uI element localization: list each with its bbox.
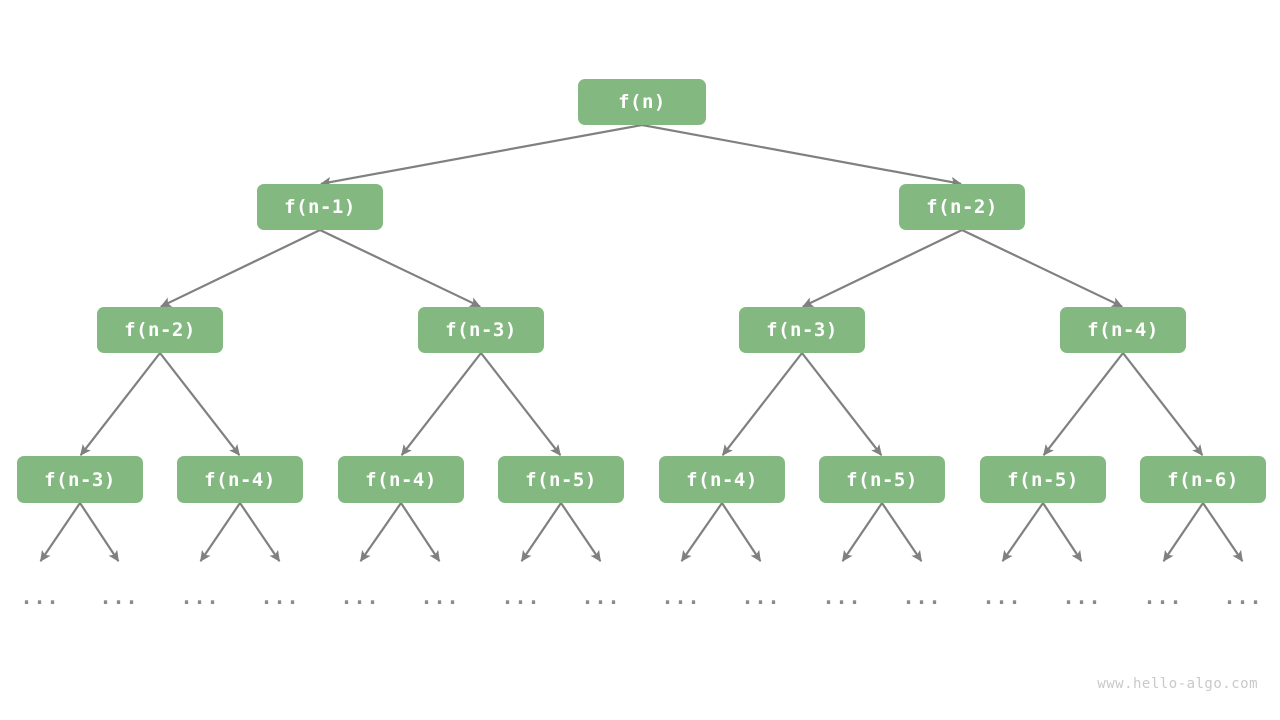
ellipsis-mark: ... xyxy=(1062,585,1102,609)
leaf-stub-edge-n7-0 xyxy=(39,502,81,562)
tree-node-n12: f(n-5) xyxy=(819,456,945,503)
leaf-stub-edge-n11-8 xyxy=(680,502,723,562)
leaf-stub-edge-n7-1 xyxy=(79,502,120,562)
leaf-stub-edges xyxy=(39,502,1244,562)
tree-node-n9: f(n-4) xyxy=(338,456,464,503)
tree-node-n7: f(n-3) xyxy=(17,456,143,503)
tree-edge-n0-to-n1 xyxy=(320,123,643,188)
leaf-stub-edge-n12-10 xyxy=(841,502,883,562)
leaf-stub-edge-n13-13 xyxy=(1042,502,1083,562)
tree-node-n4: f(n-3) xyxy=(418,307,544,353)
ellipsis-mark: ... xyxy=(501,585,541,609)
tree-edge-n3-to-n7 xyxy=(79,352,161,456)
tree-node-n0: f(n) xyxy=(578,79,706,125)
leaf-stub-edge-n14-15 xyxy=(1202,502,1244,562)
tree-edge-n4-to-n9 xyxy=(400,352,482,456)
tree-node-n13: f(n-5) xyxy=(980,456,1106,503)
ellipsis-mark: ... xyxy=(741,585,781,609)
leaf-stub-edge-n9-4 xyxy=(359,502,402,562)
ellipsis-mark: ... xyxy=(1143,585,1183,609)
tree-edge-n1-to-n3 xyxy=(160,229,321,308)
tree-edge-n5-to-n11 xyxy=(721,352,803,456)
tree-edge-n5-to-n12 xyxy=(801,352,883,456)
tree-edge-n0-to-n2 xyxy=(641,123,962,188)
leaf-stub-edge-n12-11 xyxy=(881,502,923,562)
tree-node-n8: f(n-4) xyxy=(177,456,303,503)
leaf-stub-edge-n13-12 xyxy=(1001,502,1044,562)
ellipsis-mark: ... xyxy=(340,585,380,609)
ellipsis-mark: ... xyxy=(420,585,460,609)
tree-node-n10: f(n-5) xyxy=(498,456,624,503)
ellipsis-mark: ... xyxy=(822,585,862,609)
watermark: www.hello-algo.com xyxy=(1097,676,1258,692)
ellipsis-mark: ... xyxy=(581,585,621,609)
tree-node-n2: f(n-2) xyxy=(899,184,1025,230)
leaf-stub-edge-n8-2 xyxy=(199,502,241,562)
tree-edge-n6-to-n13 xyxy=(1042,352,1124,456)
leaf-stub-edge-n9-5 xyxy=(400,502,441,562)
ellipsis-mark: ... xyxy=(99,585,139,609)
tree-edge-n2-to-n5 xyxy=(802,229,963,308)
ellipsis-mark: ... xyxy=(260,585,300,609)
tree-node-n14: f(n-6) xyxy=(1140,456,1266,503)
leaf-stub-edge-n14-14 xyxy=(1162,502,1204,562)
ellipsis-mark: ... xyxy=(180,585,220,609)
leaf-stub-edge-n8-3 xyxy=(239,502,281,562)
tree-edge-n1-to-n4 xyxy=(319,229,481,308)
tree-node-n11: f(n-4) xyxy=(659,456,785,503)
tree-edge-n3-to-n8 xyxy=(159,352,241,456)
leaf-stub-edge-n10-7 xyxy=(560,502,602,562)
tree-edge-n2-to-n6 xyxy=(961,229,1123,308)
ellipsis-mark: ... xyxy=(982,585,1022,609)
leaf-stub-edge-n11-9 xyxy=(721,502,762,562)
tree-node-n6: f(n-4) xyxy=(1060,307,1186,353)
ellipsis-mark: ... xyxy=(1223,585,1263,609)
tree-node-n5: f(n-3) xyxy=(739,307,865,353)
ellipsis-mark: ... xyxy=(20,585,60,609)
leaf-stub-edge-n10-6 xyxy=(520,502,562,562)
tree-edge-n4-to-n10 xyxy=(480,352,562,456)
tree-node-n1: f(n-1) xyxy=(257,184,383,230)
tree-edge-n6-to-n14 xyxy=(1122,352,1204,456)
ellipsis-mark: ... xyxy=(661,585,701,609)
tree-edges xyxy=(79,123,1204,456)
tree-node-n3: f(n-2) xyxy=(97,307,223,353)
ellipsis-mark: ... xyxy=(902,585,942,609)
